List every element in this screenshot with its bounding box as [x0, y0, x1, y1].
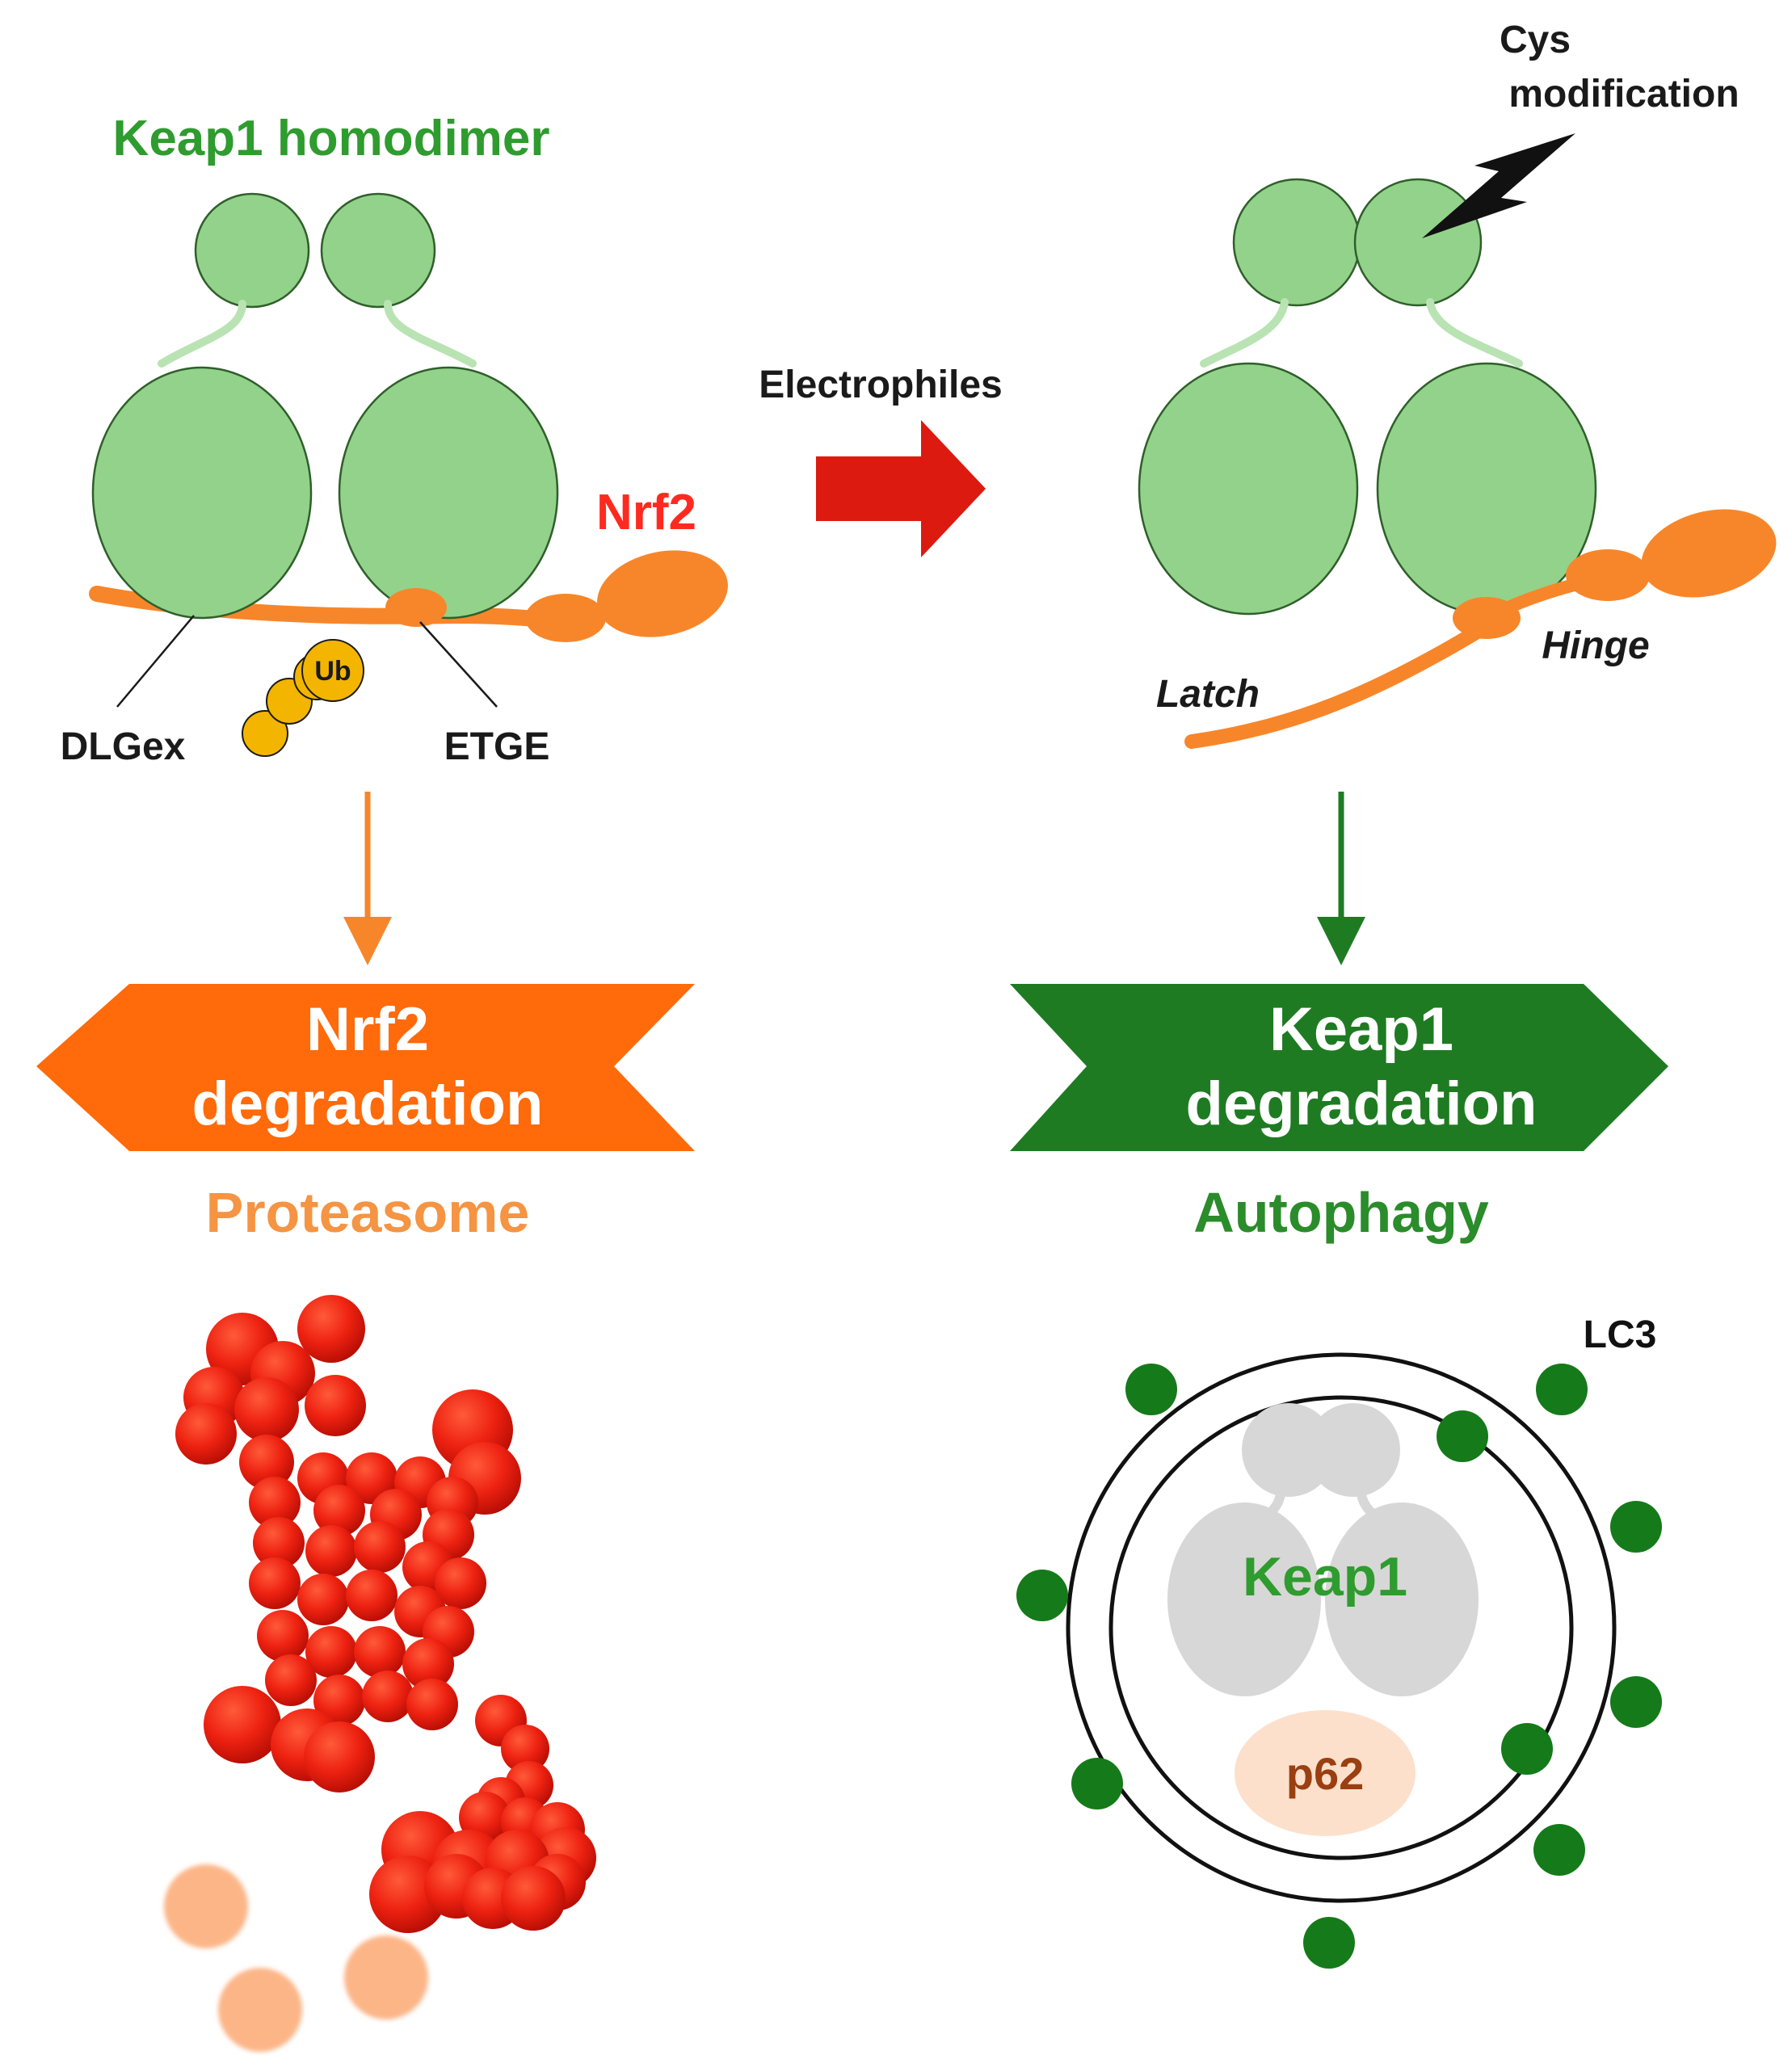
nrf2-degradation-line2: degradation	[192, 1070, 544, 1138]
right-complex: Cys modification Hinge Latch	[1138, 19, 1777, 749]
proteasome-label: Proteasome	[206, 1181, 530, 1244]
nrf2-label: Nrf2	[596, 485, 696, 540]
proteasome-bead	[249, 1557, 301, 1609]
proteasome-bead	[304, 1721, 375, 1793]
proteasome-down-arrow	[343, 792, 392, 965]
ub-bead-4	[301, 639, 364, 702]
etge-label: ETGE	[444, 725, 550, 768]
lc3-dot	[1125, 1364, 1177, 1415]
proteasome-bead	[257, 1610, 309, 1662]
nrf2-degradation-banner: Nrf2 degradation	[36, 984, 695, 1151]
keap1-kelch-domain-left-modified	[1138, 362, 1359, 616]
proteasome-bead	[253, 1517, 305, 1569]
keap1-degradation-line2: degradation	[1186, 1070, 1538, 1138]
latch-label: Latch	[1156, 673, 1260, 716]
keap1-cargo-label: Keap1	[1243, 1546, 1407, 1608]
proteasome-bead	[435, 1557, 486, 1609]
etge-site	[385, 588, 447, 627]
p62-adaptor	[1235, 1710, 1416, 1836]
proteasome-bead	[362, 1671, 414, 1722]
proteasome-bead	[313, 1485, 365, 1536]
keap1-btb-domain-right-modified	[1353, 178, 1483, 307]
proteasome-bead	[305, 1375, 366, 1436]
proteasome-bead	[354, 1521, 406, 1573]
degraded-nrf2-peptide-cluster	[175, 1295, 596, 1933]
released-fragments	[164, 1864, 428, 2052]
peptide-fragment	[344, 1935, 428, 2019]
p62-label: p62	[1286, 1748, 1365, 1799]
sequestered-keap1	[1167, 1403, 1479, 1696]
lc3-dot	[1536, 1364, 1588, 1415]
nrf2-domain-small	[525, 594, 606, 642]
lc3-dot	[1303, 1917, 1355, 1969]
keap1-btb-domain-left	[194, 192, 310, 309]
autophagosome-outer-membrane	[1066, 1352, 1617, 1903]
keap1-linker-left-modified	[1200, 298, 1289, 368]
hinge-label: Hinge	[1542, 624, 1649, 667]
proteasome-bead	[234, 1377, 299, 1442]
nrf2-degradation-line1: Nrf2	[306, 995, 429, 1064]
proteasome-bead	[406, 1679, 458, 1730]
stimulus-arrow	[816, 420, 986, 557]
electrophile-stimulus: Electrophiles	[759, 364, 1003, 557]
keap1-kelch-domain-right-modified	[1376, 362, 1597, 616]
proteasome-bead	[501, 1866, 566, 1931]
lc3-dot	[1501, 1723, 1553, 1775]
lightning-bolt-icon	[1422, 133, 1575, 238]
cys-modification-label-line2: modification	[1508, 73, 1739, 116]
nrf2-domain-small-modified	[1566, 549, 1650, 601]
proteasome-bead	[354, 1626, 406, 1678]
lc3-dot	[1071, 1758, 1123, 1809]
proteasome-bead	[175, 1403, 237, 1465]
autophagosome-inner-membrane	[1108, 1395, 1574, 1860]
proteasome-bead	[305, 1626, 357, 1678]
nrf2-latch-chain	[1184, 619, 1494, 749]
keap1-degradation-banner: Keap1 degradation	[1010, 984, 1668, 1151]
proteasome-bead	[204, 1686, 281, 1763]
proteasome-bead	[297, 1574, 349, 1625]
autophagy-down-arrow	[1317, 792, 1365, 965]
keap1-linker-left	[158, 300, 246, 368]
peptide-fragment	[164, 1864, 248, 1948]
keap1-btb-domain-left-modified	[1232, 178, 1361, 307]
keap1-linker-right-modified	[1426, 298, 1523, 368]
lc3-dots	[1016, 1364, 1662, 1969]
ub-label: Ub	[314, 656, 351, 687]
proteasome-bead	[346, 1452, 398, 1504]
lc3-dot	[1610, 1501, 1662, 1553]
autophagosome: Keap1 p62 LC3	[1016, 1313, 1662, 1969]
dlgex-pointer	[116, 615, 195, 708]
ub-bead-1	[242, 710, 288, 757]
proteasome-bead	[402, 1638, 454, 1690]
nrf2-domain-large	[597, 550, 728, 637]
proteasome-bead	[249, 1477, 301, 1528]
proteasome-bead	[346, 1570, 398, 1621]
lc3-dot	[1533, 1824, 1585, 1876]
electrophiles-label: Electrophiles	[759, 364, 1002, 406]
cys-modification-label-line1: Cys	[1500, 19, 1571, 61]
proteasome-bead	[265, 1654, 317, 1706]
proteasome-bead	[305, 1525, 357, 1577]
nrf2-domain-large-modified	[1641, 509, 1777, 598]
proteasome-bead	[239, 1435, 294, 1490]
etge-pointer	[419, 621, 498, 708]
keap1-btb-domain-right	[320, 192, 436, 309]
peptide-fragment	[218, 1968, 302, 2052]
lc3-label: LC3	[1584, 1313, 1657, 1356]
proteasome-bead	[501, 1725, 549, 1773]
keap1-homodimer-title: Keap1 homodimer	[113, 111, 550, 166]
lc3-dot	[1437, 1410, 1488, 1462]
keap1-kelch-domain-right	[338, 366, 559, 620]
proteasome-bead	[297, 1295, 365, 1363]
left-complex: Keap1 homodimer Nrf2 Ub DLGex ETGE	[61, 111, 728, 768]
keap1-kelch-domain-left	[91, 366, 313, 620]
keap1-degradation-line1: Keap1	[1269, 995, 1453, 1064]
dlgex-label: DLGex	[61, 725, 186, 768]
keap1-linker-right	[384, 300, 477, 368]
autophagy-label: Autophagy	[1193, 1181, 1489, 1244]
lc3-dot	[1016, 1570, 1068, 1621]
proteasome-bead	[313, 1675, 365, 1726]
lc3-dot	[1610, 1676, 1662, 1728]
